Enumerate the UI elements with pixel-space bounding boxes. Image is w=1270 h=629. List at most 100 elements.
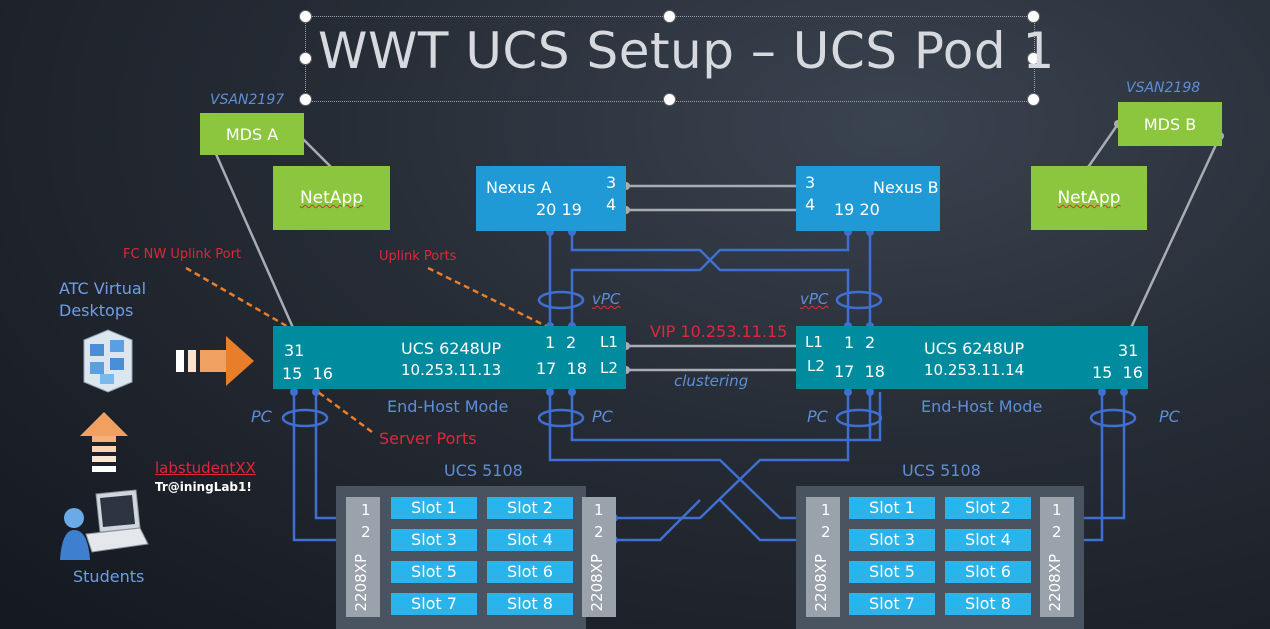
- chassis-a-slot-1[interactable]: Slot 1: [391, 497, 477, 519]
- student-laptop-icon: [60, 489, 149, 560]
- arrow-students-up: [80, 412, 128, 472]
- chassis-a-slot-4[interactable]: Slot 4: [487, 529, 573, 551]
- slide-title[interactable]: WWT UCS Setup – UCS Pod 1: [318, 22, 1055, 80]
- nexus-b-port-4: 4: [805, 195, 816, 214]
- chassis-a-slot-2[interactable]: Slot 2: [487, 497, 573, 519]
- chassis-b-slot-3[interactable]: Slot 3: [849, 529, 935, 551]
- chassis-a-slot-7[interactable]: Slot 7: [391, 593, 477, 615]
- password-label: Tr@iningLab1!: [155, 480, 252, 494]
- iom-port-2: 2: [821, 523, 831, 541]
- fi-a-port-31: 31: [284, 341, 305, 360]
- fi-b-l2: L2: [807, 357, 825, 375]
- nexus-a-ports-down: 20 19: [536, 200, 582, 219]
- iom-port-2: 2: [1052, 523, 1062, 541]
- chassis-a: 1 2 2208XP Slot 1 Slot 2 Slot 3 Slot 4 S…: [336, 486, 586, 629]
- fi-b-port-2: 2: [865, 333, 876, 352]
- fi-a-ports-17-18: 17 18: [536, 359, 587, 378]
- nexus-b-ports-down: 19 20: [834, 200, 880, 219]
- resize-handle-top-left[interactable]: [299, 10, 312, 23]
- mds-b-label: MDS B: [1143, 114, 1197, 134]
- vpc-label-a: vPC: [592, 290, 621, 308]
- chassis-b-slot-2[interactable]: Slot 2: [945, 497, 1031, 519]
- fi-b-mode: End-Host Mode: [921, 397, 1043, 416]
- netapp-a-box: NetApp: [273, 166, 390, 230]
- mds-a-label: MDS A: [225, 124, 279, 144]
- nexus-a-port-4: 4: [606, 195, 617, 214]
- fi-a-port-2: 2: [566, 333, 577, 352]
- chassis-b-slot-5[interactable]: Slot 5: [849, 561, 935, 583]
- nexus-a-box: Nexus A 3 4 20 19: [476, 166, 626, 231]
- nexus-b-port-3: 3: [805, 173, 816, 192]
- fi-a-mode: End-Host Mode: [387, 397, 509, 416]
- iom-port-2: 2: [594, 523, 604, 541]
- username-label: labstudentXX: [155, 459, 256, 477]
- resize-handle-top[interactable]: [663, 10, 676, 23]
- virtual-desktops-icon: [83, 329, 133, 393]
- chassis-b-slot-8[interactable]: Slot 8: [945, 593, 1031, 615]
- chassis-b-iom-left: 1 2 2208XP: [806, 497, 840, 617]
- uplink-ports-annotation: Uplink Ports: [379, 249, 457, 264]
- iom-model: 2208XP: [352, 553, 370, 612]
- pc-label-a-left: PC: [251, 407, 272, 426]
- netapp-a-label: NetApp: [299, 188, 364, 208]
- fi-a-model: UCS 6248UP: [401, 339, 502, 358]
- vsan-a-label: VSAN2197: [210, 92, 285, 108]
- students-label: Students: [73, 567, 145, 586]
- resize-handle-bottom[interactable]: [663, 93, 676, 106]
- vsan-b-label: VSAN2198: [1126, 80, 1201, 96]
- pc-label-b-right: PC: [1159, 407, 1180, 426]
- chassis-b-iom-right: 1 2 2208XP: [1040, 497, 1074, 617]
- chassis-b: 1 2 2208XP Slot 1 Slot 2 Slot 3 Slot 4 S…: [796, 486, 1084, 629]
- resize-handle-left[interactable]: [299, 52, 312, 65]
- fi-a-l2: L2: [600, 359, 618, 377]
- chassis-a-slot-6[interactable]: Slot 6: [487, 561, 573, 583]
- nexus-a-port-3: 3: [606, 173, 617, 192]
- chassis-b-slot-6[interactable]: Slot 6: [945, 561, 1031, 583]
- chassis-a-iom-left: 1 2 2208XP: [346, 497, 380, 617]
- iom-port-1: 1: [361, 501, 371, 519]
- fi-b-port-1: 1: [844, 333, 855, 352]
- iom-port-1: 1: [1052, 501, 1062, 519]
- netapp-b-label: NetApp: [1057, 188, 1121, 208]
- mds-b-box: MDS B: [1118, 102, 1222, 146]
- server-ports-annotation: Server Ports: [379, 429, 477, 448]
- resize-handle-bottom-left[interactable]: [299, 93, 312, 106]
- fi-b-ports-15-16: 15 16: [1092, 363, 1143, 382]
- fi-b-ip: 10.253.11.14: [924, 361, 1025, 379]
- chassis-b-slot-4[interactable]: Slot 4: [945, 529, 1031, 551]
- chassis-a-slot-3[interactable]: Slot 3: [391, 529, 477, 551]
- pc-label-b-left: PC: [807, 407, 828, 426]
- resize-handle-bottom-right[interactable]: [1027, 93, 1040, 106]
- arrow-to-fi: [176, 336, 254, 386]
- fi-a-ports-15-16: 15 16: [282, 364, 333, 383]
- netapp-b-box: NetApp: [1031, 166, 1147, 230]
- resize-handle-top-right[interactable]: [1027, 10, 1040, 23]
- resize-handle-right[interactable]: [1027, 52, 1040, 65]
- fi-b-ports-17-18: 17 18: [834, 362, 885, 381]
- clustering-label: clustering: [674, 372, 749, 390]
- fc-links: [206, 123, 1222, 372]
- fabric-interconnect-b: L1 L2 1 2 17 18 UCS 6248UP 10.253.11.14 …: [796, 326, 1148, 389]
- chassis-b-slot-1[interactable]: Slot 1: [849, 497, 935, 519]
- fc-uplink-annotation: FC NW Uplink Port: [123, 247, 242, 262]
- nexus-a-label: Nexus A: [486, 178, 552, 197]
- pc-label-a-right: PC: [592, 407, 613, 426]
- chassis-a-label: UCS 5108: [444, 461, 523, 480]
- fi-a-ip: 10.253.11.13: [401, 361, 502, 379]
- atc-line-2: Desktops: [59, 301, 134, 320]
- fi-b-port-31: 31: [1118, 341, 1139, 360]
- iom-model: 2208XP: [812, 553, 830, 612]
- chassis-b-slot-7[interactable]: Slot 7: [849, 593, 935, 615]
- fi-a-l1: L1: [600, 333, 618, 351]
- atc-line-1: ATC Virtual: [59, 279, 147, 298]
- vpc-label-b: vPC: [800, 290, 829, 308]
- chassis-a-slot-8[interactable]: Slot 8: [487, 593, 573, 615]
- iom-model: 2208XP: [588, 553, 606, 612]
- iom-port-1: 1: [821, 501, 831, 519]
- nexus-b-box: Nexus B 3 4 19 20: [796, 166, 940, 231]
- iom-port-1: 1: [594, 501, 604, 519]
- fi-b-l1: L1: [805, 333, 823, 351]
- chassis-a-slot-5[interactable]: Slot 5: [391, 561, 477, 583]
- fabric-interconnect-a: 31 15 16 UCS 6248UP 10.253.11.13 1 2 17 …: [273, 326, 626, 389]
